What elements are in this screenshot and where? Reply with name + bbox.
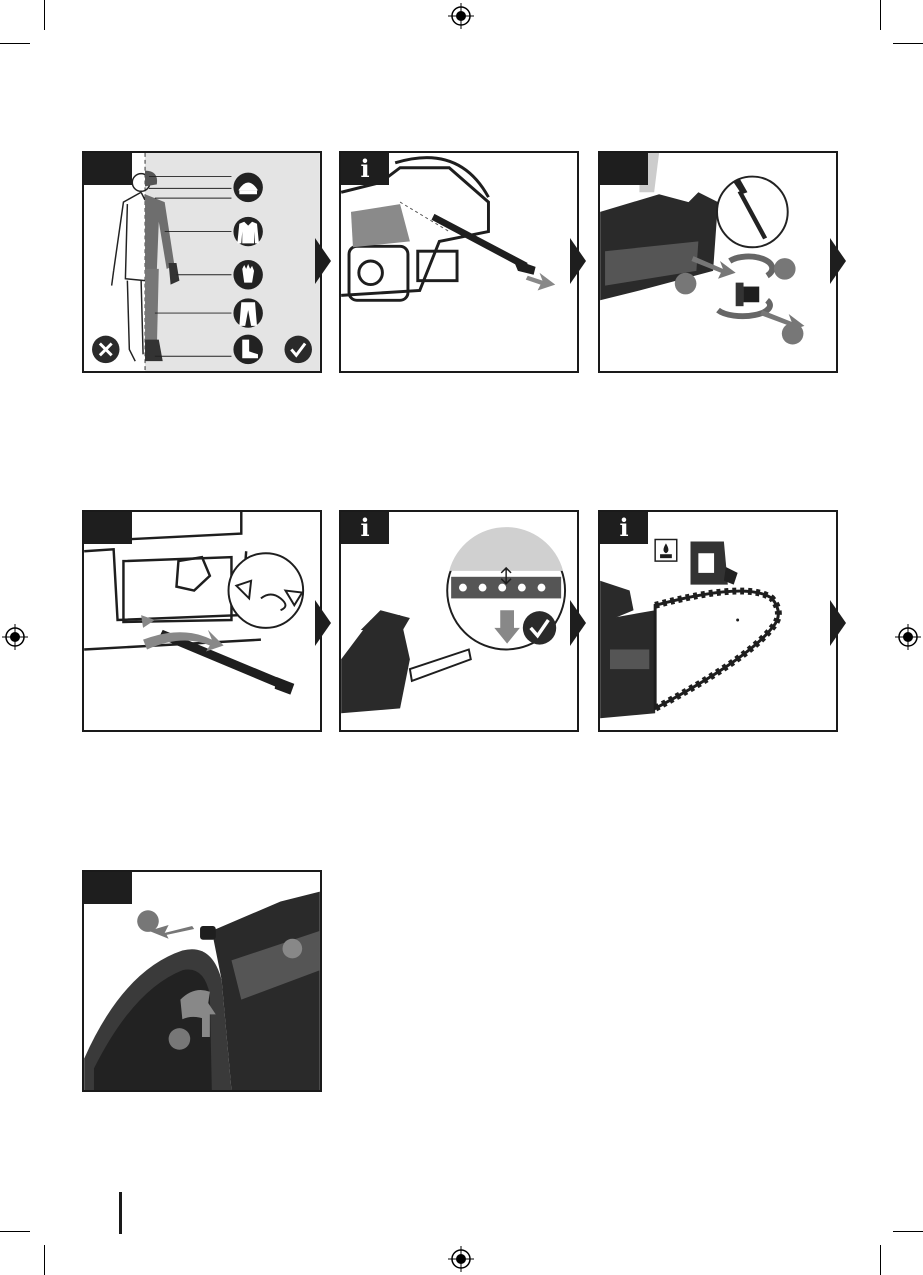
- panel-tab: i: [600, 512, 648, 544]
- panel-tab: [600, 153, 648, 185]
- check-icon: [523, 611, 556, 644]
- panel-tab: [84, 512, 132, 544]
- next-step-arrow-icon: [315, 600, 331, 646]
- next-step-arrow-icon: [570, 238, 586, 284]
- registration-mark-icon: [448, 1246, 474, 1272]
- spanner-storage-illustration: [84, 512, 320, 730]
- crop-mark: [893, 1231, 923, 1232]
- panel-chain-tension: i: [339, 510, 579, 732]
- lock-button-icon: [200, 926, 216, 940]
- protective-equipment-illustration: [84, 153, 320, 371]
- spanner-icon: [432, 214, 536, 275]
- jacket-icon: [233, 217, 262, 246]
- panel-remove-spanner: i: [339, 151, 579, 373]
- next-step-arrow-icon: [830, 600, 846, 646]
- helmet-icon: [233, 173, 262, 202]
- switch-on-illustration: [84, 872, 320, 1090]
- registration-mark-icon: [448, 3, 474, 29]
- rotate-arrow-icon: [718, 256, 772, 316]
- crop-mark: [0, 1231, 30, 1232]
- chain-tension-illustration: [341, 512, 577, 730]
- crop-mark: [44, 0, 45, 30]
- crop-mark: [0, 43, 30, 44]
- no-icon: [92, 336, 119, 363]
- remove-spanner-illustration: [341, 153, 577, 371]
- panel-switch-on: [82, 870, 322, 1092]
- crop-mark: [44, 1245, 45, 1275]
- boots-icon: [233, 335, 262, 364]
- crop-mark: [880, 0, 881, 30]
- panel-tab: [84, 153, 132, 185]
- page-marker: [119, 1192, 122, 1234]
- gloves-icon: [233, 260, 262, 289]
- yes-icon: [284, 336, 311, 363]
- panel-chain-oil: i: [598, 510, 838, 732]
- panel-spanner-storage: [82, 510, 322, 732]
- registration-mark-icon: [2, 624, 28, 650]
- next-step-arrow-icon: [830, 238, 846, 284]
- panel-loosen-bolt: [598, 151, 838, 373]
- crop-mark: [880, 1245, 881, 1275]
- oil-drop-icon: [655, 539, 677, 561]
- panel-tab: [84, 872, 132, 904]
- next-step-arrow-icon: [315, 238, 331, 284]
- panel-protective-equipment: [82, 151, 322, 373]
- bolt-icon: [736, 283, 760, 307]
- registration-mark-icon: [895, 624, 921, 650]
- crop-mark: [893, 43, 923, 44]
- loosen-bolt-illustration: [600, 153, 836, 371]
- panel-tab: i: [341, 153, 389, 185]
- next-step-arrow-icon: [570, 600, 586, 646]
- trousers-icon: [233, 298, 262, 327]
- panel-tab: i: [341, 512, 389, 544]
- figure-unprotected: [112, 174, 150, 362]
- chain-oil-illustration: [600, 512, 836, 730]
